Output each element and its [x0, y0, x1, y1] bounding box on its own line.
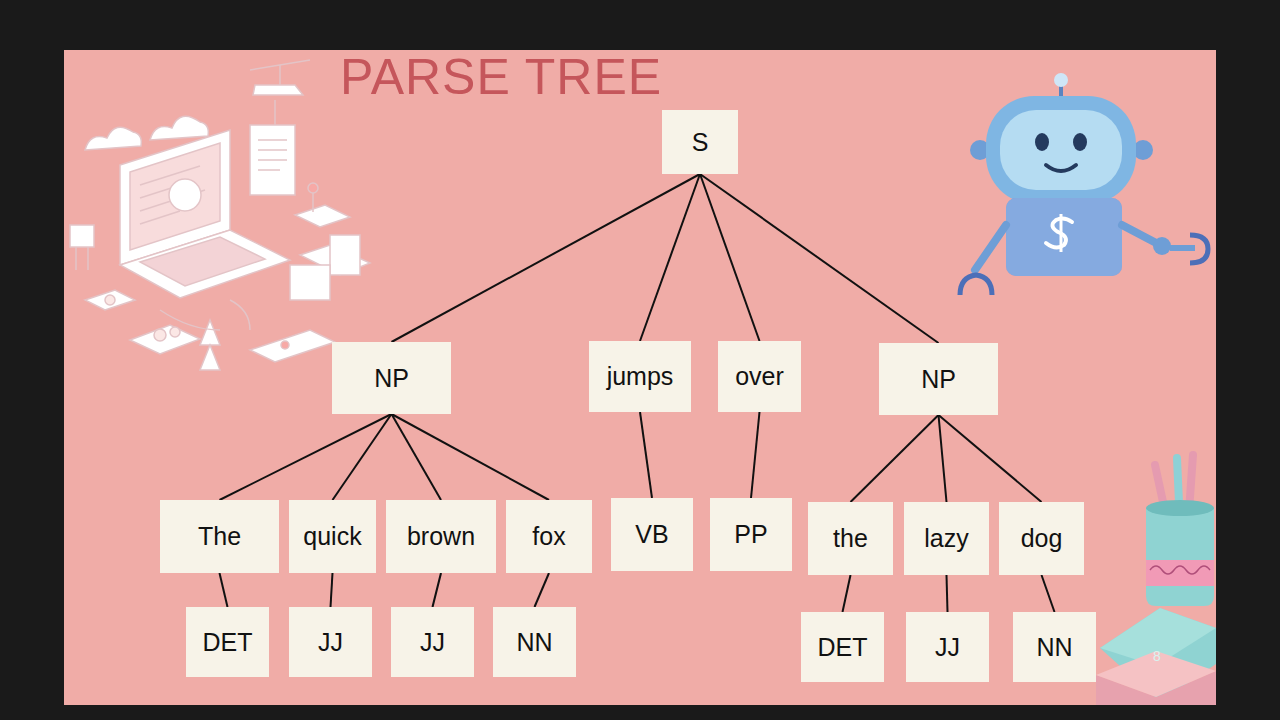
tag-node: JJ — [906, 612, 989, 682]
laptop-illustration — [70, 60, 370, 370]
tree-branch — [640, 412, 652, 498]
word-node: dog — [999, 502, 1084, 575]
tree-branch — [700, 174, 939, 343]
node-label: NN — [1036, 633, 1072, 662]
tag-node: JJ — [391, 607, 474, 677]
tag-node: DET — [801, 612, 884, 682]
tag-node: NN — [493, 607, 576, 677]
word-node: jumps — [589, 341, 691, 412]
node-label: S — [692, 128, 709, 157]
tree-branch — [1042, 575, 1055, 612]
node-label: the — [833, 524, 868, 553]
node-label: brown — [407, 522, 475, 551]
word-node: VB — [611, 498, 693, 571]
tree-branch — [939, 415, 947, 502]
node-label: fox — [532, 522, 565, 551]
word-node: quick — [289, 500, 376, 573]
node-label: dog — [1021, 524, 1063, 553]
node-label: DET — [818, 633, 868, 662]
word-node: lazy — [904, 502, 989, 575]
node-label: over — [735, 362, 784, 391]
tree-branch — [333, 414, 392, 500]
node-label: JJ — [420, 628, 445, 657]
phrase-node: NP — [332, 342, 451, 414]
node-label: lazy — [924, 524, 968, 553]
node-label: NP — [921, 365, 956, 394]
word-node: PP — [710, 498, 792, 571]
word-node: brown — [386, 500, 496, 573]
tree-branch — [843, 575, 851, 612]
slide-title: PARSE TREE — [340, 48, 662, 106]
tree-branch — [220, 414, 392, 500]
tag-node: DET — [186, 607, 269, 677]
node-label: DET — [203, 628, 253, 657]
root-node: S — [662, 110, 738, 174]
phrase-node: NP — [879, 343, 998, 415]
node-label: The — [198, 522, 241, 551]
node-label: quick — [303, 522, 361, 551]
books-illustration — [1096, 608, 1216, 705]
slide — [64, 50, 1216, 705]
tree-branch — [640, 174, 700, 341]
tree-branch — [331, 573, 333, 607]
word-node: The — [160, 500, 279, 573]
tree-branch — [392, 174, 701, 342]
tag-node: JJ — [289, 607, 372, 677]
tree-branch — [433, 573, 442, 607]
node-label: NP — [374, 364, 409, 393]
node-label: jumps — [607, 362, 674, 391]
tree-branch — [220, 573, 228, 607]
word-node: fox — [506, 500, 592, 573]
node-label: NN — [516, 628, 552, 657]
node-label: VB — [635, 520, 668, 549]
pencil-cup-illustration — [1146, 455, 1214, 606]
tree-branch — [947, 575, 948, 612]
node-label: JJ — [935, 633, 960, 662]
tree-branch — [751, 412, 760, 498]
word-node: the — [808, 502, 893, 575]
tree-branch — [851, 415, 939, 502]
tree-branch — [392, 414, 550, 500]
tree-branch — [535, 573, 550, 607]
word-node: over — [718, 341, 801, 412]
node-label: JJ — [318, 628, 343, 657]
tree-branch — [700, 174, 760, 341]
tag-node: NN — [1013, 612, 1096, 682]
node-label: PP — [734, 520, 767, 549]
robot-illustration — [960, 73, 1208, 295]
tree-branch — [939, 415, 1042, 502]
slide-number: 8 — [1153, 648, 1161, 664]
